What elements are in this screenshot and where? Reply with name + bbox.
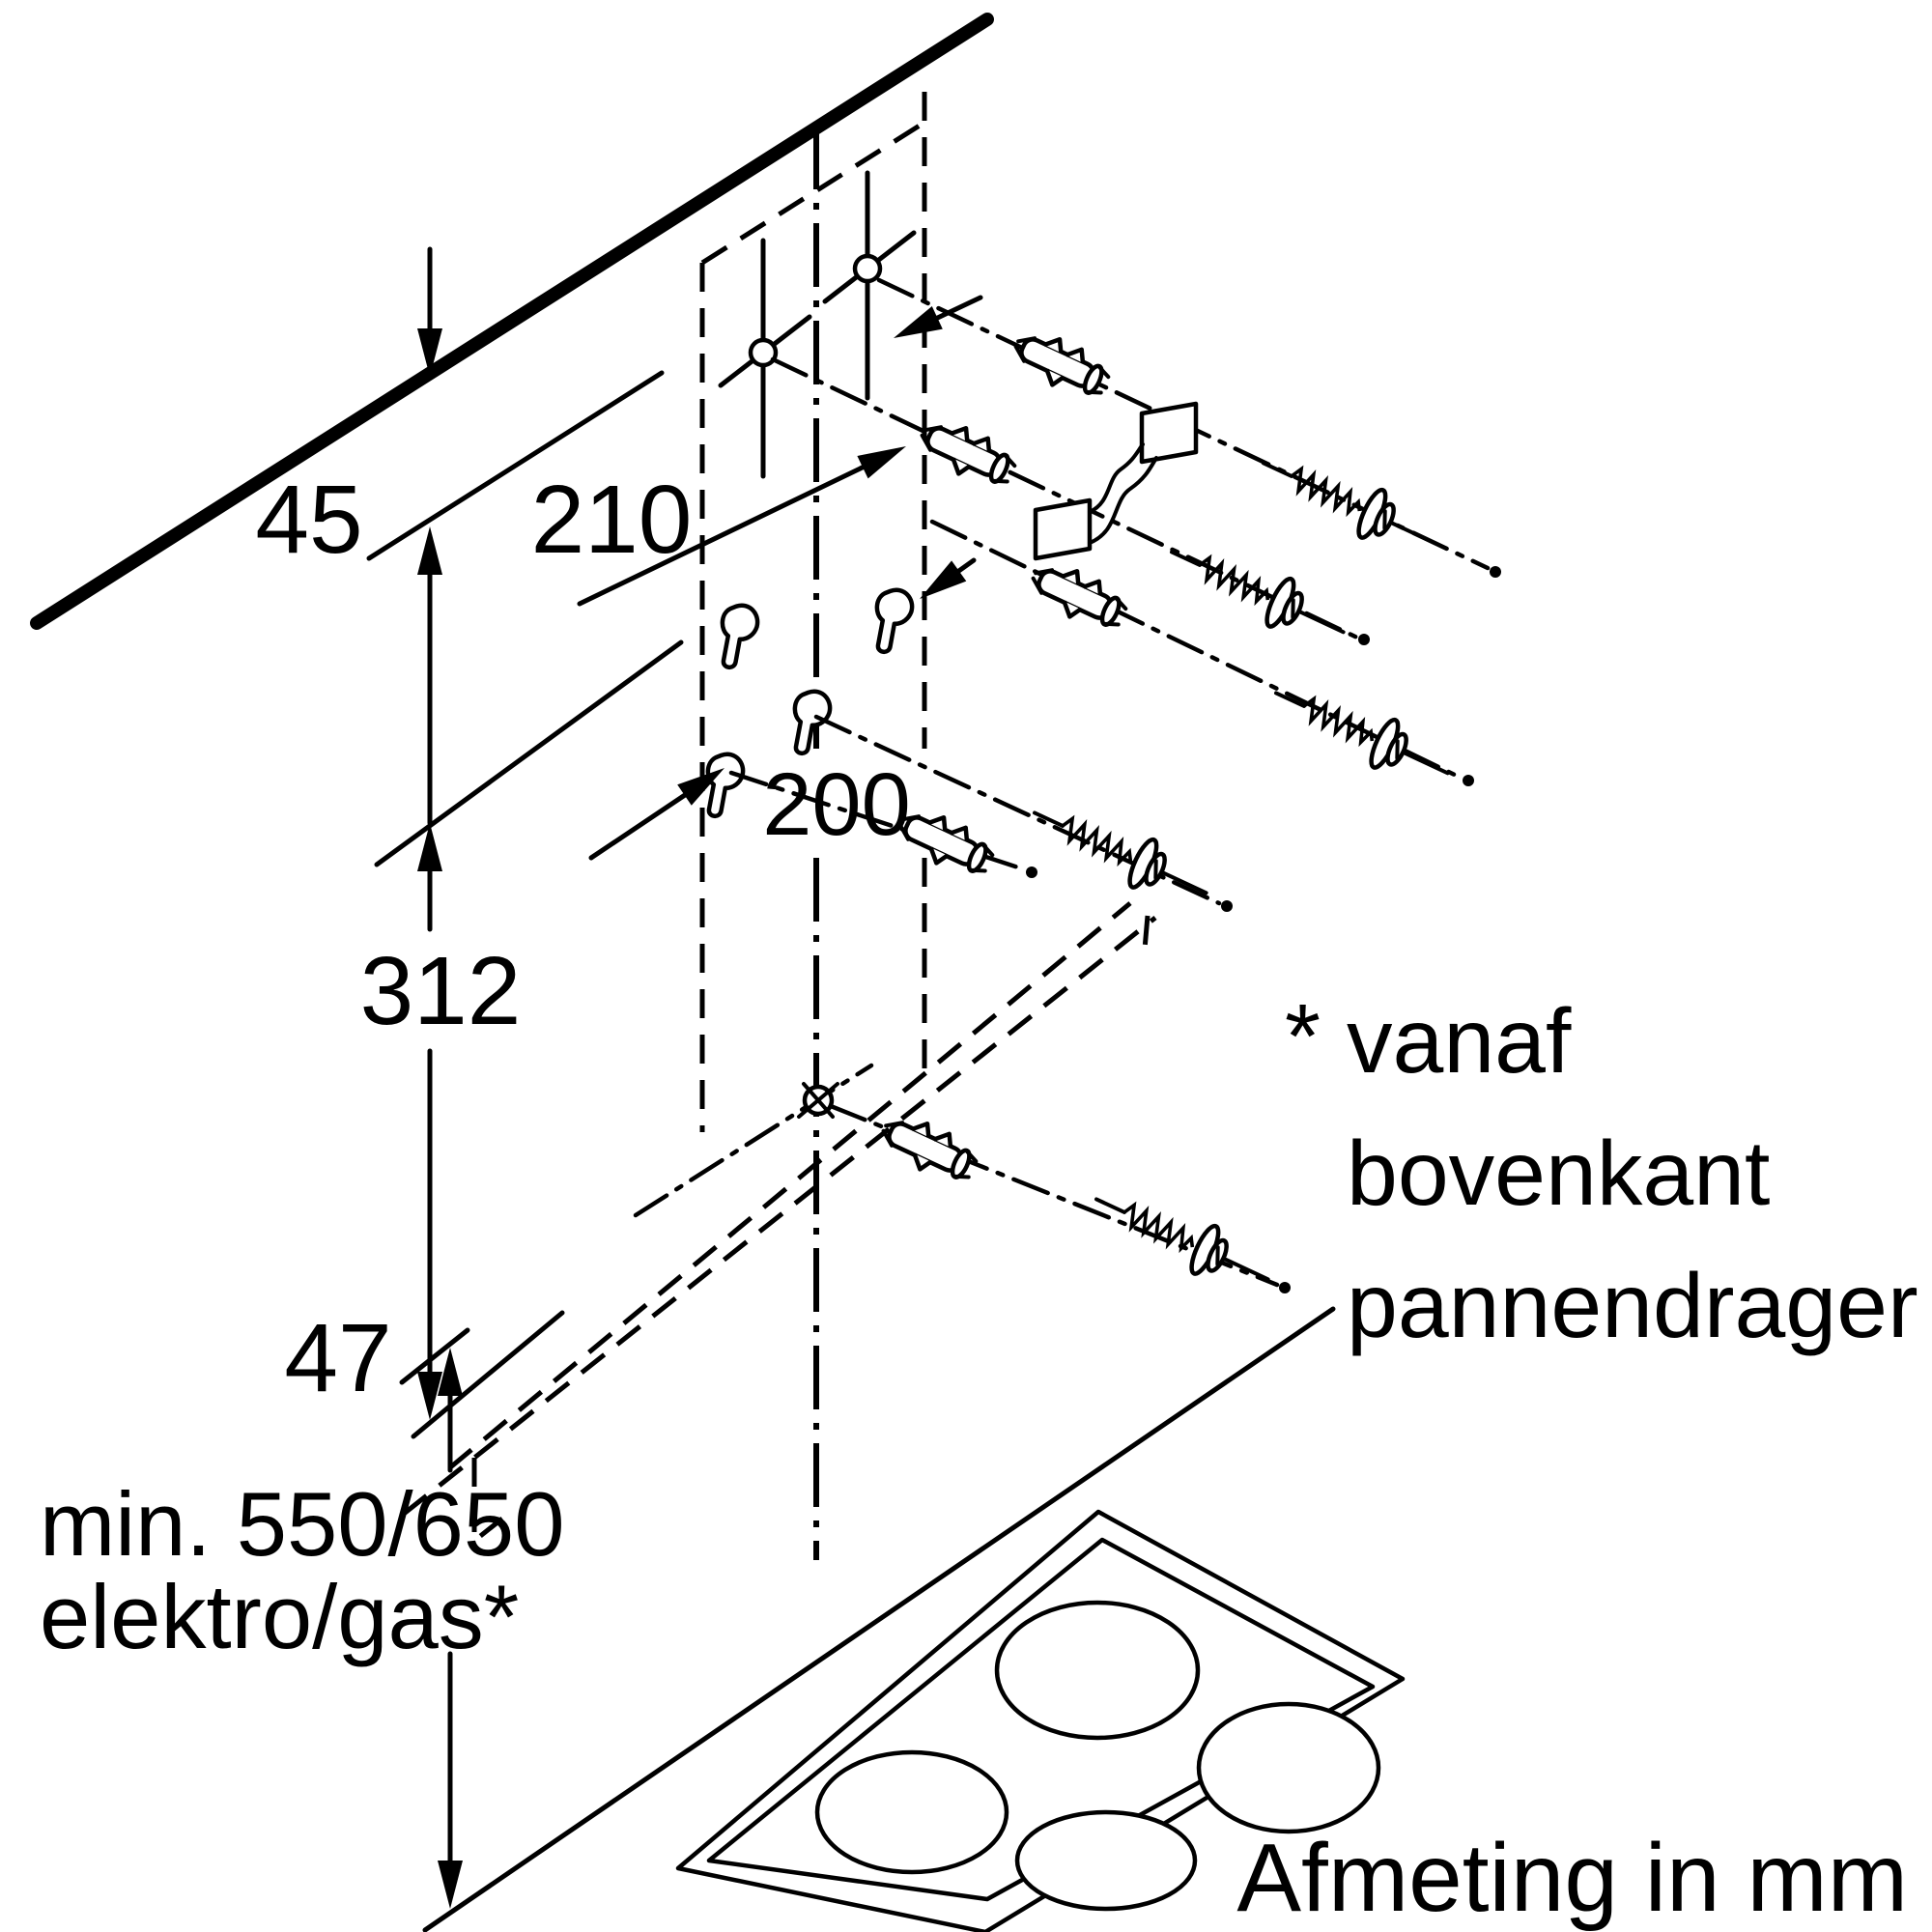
dim-label-210: 210	[531, 466, 693, 574]
dim-hood-lip: 47	[284, 1304, 463, 1473]
mounting-bracket-icon	[1033, 401, 1199, 561]
upper-reference-line	[366, 370, 665, 561]
hood-outline-dashed	[399, 901, 1157, 1547]
burner-icon	[1196, 1701, 1381, 1834]
dim-upper-holes: 210	[531, 295, 983, 607]
chimney-outline-dashed	[699, 92, 927, 1132]
dim-lower-holes: 200	[588, 557, 977, 861]
units-caption: Afmeting in mm	[1236, 1824, 1908, 1932]
drill-hole-icon	[852, 253, 883, 284]
drill-guides	[718, 170, 917, 479]
dim-label-45: 45	[255, 466, 362, 574]
dim-label-47: 47	[284, 1304, 391, 1412]
footnote-line2: bovenkant	[1347, 1122, 1770, 1225]
cooktop-icon	[675, 1509, 1406, 1932]
footnote-line3: pannendrager	[1347, 1255, 1918, 1357]
ceiling-line	[30, 13, 994, 630]
hob-clearance-line2: elektro/gas*	[40, 1566, 519, 1667]
burner-icon	[1014, 1809, 1198, 1912]
center-hole-icon	[797, 1082, 839, 1119]
footnote-line1: vanaf	[1347, 990, 1572, 1093]
dim-wall-section: 312	[360, 823, 522, 1420]
lower-reference-line	[374, 639, 684, 867]
footnote: * vanaf bovenkant pannendrager	[1285, 985, 1918, 1357]
burner-icon	[994, 1600, 1201, 1741]
dim-ceiling-offset: 45	[255, 246, 442, 826]
footnote-marker: *	[1285, 985, 1321, 1088]
dim-label-200: 200	[762, 755, 911, 854]
dim-hob-clearance: min. 550/650 elektro/gas*	[40, 1473, 564, 1909]
drill-hole-icon	[748, 337, 779, 368]
burner-icon	[814, 1749, 1009, 1875]
floor-line	[422, 1306, 1336, 1932]
hob-clearance-line1: min. 550/650	[40, 1473, 564, 1575]
dim-label-312: 312	[360, 937, 522, 1045]
